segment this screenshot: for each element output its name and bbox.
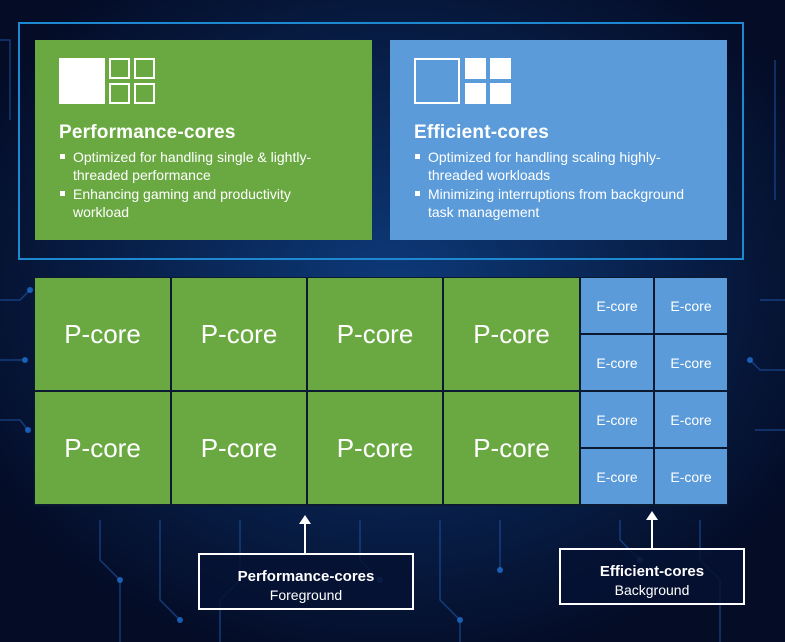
efficient-cores-bullets: Optimized for handling scaling highly-th…	[414, 148, 704, 222]
performance-cores-bullets: Optimized for handling single & lightly-…	[59, 148, 349, 222]
p-core-block: P-core	[172, 392, 306, 504]
p-core-block: P-core	[444, 278, 579, 390]
efficient-cores-label: Efficient-cores Background	[559, 548, 745, 605]
p-core-block: P-core	[308, 392, 442, 504]
p-core-block: P-core	[308, 278, 442, 390]
efficient-label-subtitle: Background	[614, 582, 690, 598]
p-core-block: P-core	[35, 392, 170, 504]
e-core-block: E-core	[655, 335, 727, 390]
bullet-item: Optimized for handling scaling highly-th…	[414, 148, 704, 184]
e-core-block: E-core	[581, 278, 653, 333]
e-core-block: E-core	[581, 335, 653, 390]
e-core-block: E-core	[655, 278, 727, 333]
e-core-block: E-core	[581, 392, 653, 447]
efficient-core-icon	[414, 58, 511, 104]
e-core-block: E-core	[655, 449, 727, 504]
cores-overview-frame	[18, 22, 744, 260]
e-core-block: E-core	[581, 449, 653, 504]
performance-cores-title: Performance-cores	[59, 122, 236, 143]
performance-cores-card: Performance-cores Optimized for handling…	[35, 40, 372, 240]
bullet-item: Optimized for handling single & lightly-…	[59, 148, 349, 184]
bullet-item: Enhancing gaming and productivity worklo…	[59, 185, 349, 221]
performance-arrow-icon	[299, 515, 311, 553]
efficient-cores-card: Efficient-cores Optimized for handling s…	[390, 40, 727, 240]
core-grid: P-core P-core P-core P-core P-core P-cor…	[34, 277, 728, 506]
efficient-label-title: Efficient-cores	[599, 563, 705, 580]
bullet-item: Minimizing interruptions from background…	[414, 185, 704, 221]
efficient-cores-title: Efficient-cores	[414, 122, 549, 143]
p-core-block: P-core	[444, 392, 579, 504]
p-core-block: P-core	[172, 278, 306, 390]
p-core-block: P-core	[35, 278, 170, 390]
performance-core-icon	[59, 58, 155, 104]
performance-label-title: Performance-cores	[237, 568, 375, 585]
performance-cores-label: Performance-cores Foreground	[198, 553, 414, 610]
efficient-arrow-icon	[646, 511, 658, 548]
performance-label-subtitle: Foreground	[269, 587, 343, 603]
e-core-block: E-core	[655, 392, 727, 447]
